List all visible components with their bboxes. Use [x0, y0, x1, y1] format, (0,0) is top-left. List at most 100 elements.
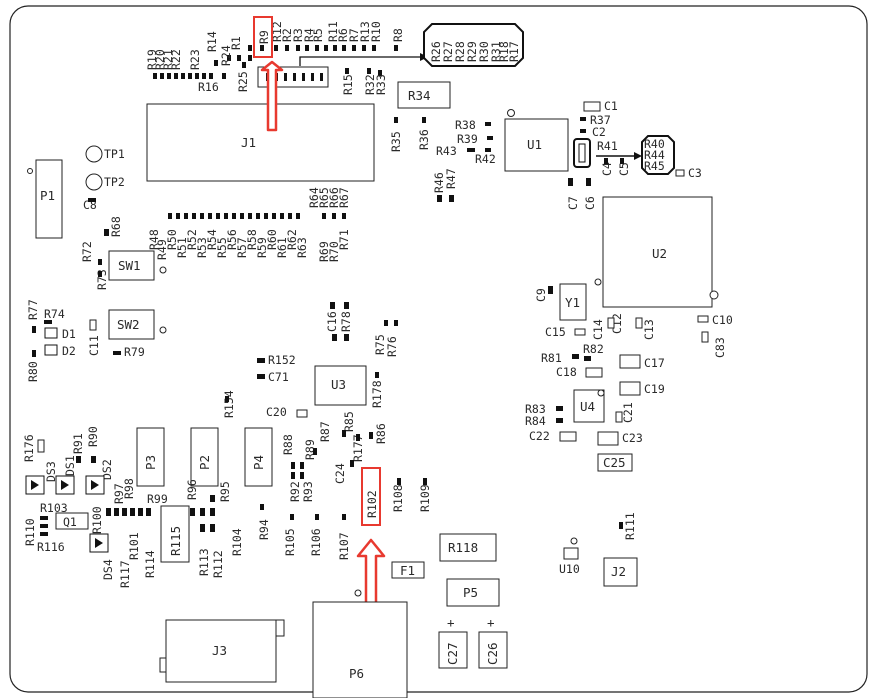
pad-R86: [369, 432, 373, 439]
label-R9: R9: [257, 30, 271, 44]
pin1-dot-U10: [570, 537, 578, 545]
label-C20: C20: [266, 405, 287, 419]
part-SW1: [108, 250, 155, 281]
highlight-box-R9: [253, 16, 273, 58]
label-P3: P3: [143, 455, 158, 470]
label-R114: R114: [143, 550, 157, 578]
part-D1: [44, 327, 58, 339]
pad-R36: [422, 117, 426, 123]
part-C11: [89, 319, 97, 331]
pad-C16b: [332, 334, 337, 341]
label-R6: R6: [336, 28, 350, 42]
pin1-dot-U1: [507, 109, 515, 117]
label-R40: R40: [644, 137, 665, 151]
arrow-to-R26-block: [299, 56, 420, 66]
part-C22: [559, 431, 577, 442]
label-R152: R152: [268, 353, 296, 367]
label-R97: R97: [112, 483, 126, 504]
pad-R108: [397, 478, 401, 485]
label-C16: C16: [325, 311, 339, 332]
label-C14: C14: [591, 319, 605, 340]
label-R15: R15: [341, 74, 355, 95]
label-C83: C83: [713, 337, 727, 358]
label-R87: R87: [318, 421, 332, 442]
part-C26: [478, 631, 508, 669]
label-R25: R25: [236, 71, 250, 92]
label-D2: D2: [62, 344, 76, 358]
label-C10: C10: [712, 313, 733, 327]
label-R67: R67: [337, 187, 351, 208]
label-C19: C19: [644, 382, 665, 396]
part-U4: [573, 389, 605, 423]
label-R37: R37: [590, 113, 611, 127]
label-U10: U10: [559, 562, 580, 576]
label-R34: R34: [408, 88, 431, 103]
part-P1: [35, 159, 63, 239]
resistor-array-R40-R45: [641, 135, 675, 175]
label-R72: R72: [80, 241, 94, 262]
label-R46: R46: [432, 172, 446, 193]
label-R59: R59: [255, 237, 269, 258]
part-P2: [190, 427, 219, 487]
label-R7: R7: [347, 28, 361, 42]
pad-R81: [572, 354, 579, 359]
label-C21: C21: [621, 402, 635, 423]
label-R2: R2: [280, 28, 294, 42]
diode-DS4-triangle: [95, 538, 103, 548]
diode-triangles: [31, 480, 99, 490]
part-F1: [391, 561, 425, 579]
label-R99: R99: [147, 492, 168, 506]
part-C1: [583, 101, 601, 112]
J3-tab: [275, 619, 285, 637]
label-R35: R35: [389, 131, 403, 152]
pad-R9: [260, 45, 264, 51]
part-C10: [697, 315, 709, 323]
label-C17: C17: [644, 356, 665, 370]
pad-C2: [580, 129, 586, 133]
label-C5: C5: [617, 162, 631, 176]
label-R41: R41: [597, 139, 618, 153]
pad-R79: [113, 351, 121, 355]
label-P2: P2: [197, 455, 212, 470]
label-R18: R18: [497, 41, 511, 62]
label-R76: R76: [385, 336, 399, 357]
label-R22: R22: [169, 49, 183, 70]
label-R86: R86: [374, 423, 388, 444]
label-R17: R17: [507, 41, 521, 62]
label-SW1: SW1: [118, 258, 141, 273]
label-R13: R13: [358, 21, 372, 42]
pads-R88-R93: [291, 448, 354, 479]
pad-R68: [104, 229, 109, 236]
pad-C8: [88, 198, 96, 202]
pad-R109: [423, 478, 427, 485]
label-R90: R90: [86, 426, 100, 447]
label-R5: R5: [311, 28, 325, 42]
pad-C4: [604, 158, 608, 164]
label-R96: R96: [185, 479, 199, 500]
pin1-dot-P1: [27, 168, 33, 174]
pad-R82: [584, 356, 591, 361]
label-R45: R45: [644, 159, 665, 173]
label-R177: R177: [351, 434, 365, 462]
J3-tab-left: [159, 657, 167, 673]
label-R109: R109: [418, 484, 432, 512]
label-R12: R12: [270, 21, 284, 42]
label-D1: D1: [62, 327, 76, 341]
label-R49: R49: [155, 239, 169, 260]
label-R88: R88: [281, 434, 295, 455]
label-R69: R69: [317, 241, 331, 262]
label-C4: C4: [600, 162, 614, 176]
part-R176: [37, 439, 45, 453]
pad-R177: [356, 434, 360, 441]
part-C83: [701, 331, 709, 343]
label-Q1: Q1: [63, 515, 77, 529]
part-J1: [146, 103, 375, 182]
resistor-row-R48-R63: [168, 213, 300, 219]
red-arrow-to-R9: [260, 60, 284, 132]
pad-R78b: [344, 334, 349, 341]
label-R62: R62: [285, 229, 299, 250]
label-R21: R21: [161, 49, 175, 70]
label-J3: J3: [212, 643, 227, 658]
plus-C26: +: [487, 615, 495, 630]
